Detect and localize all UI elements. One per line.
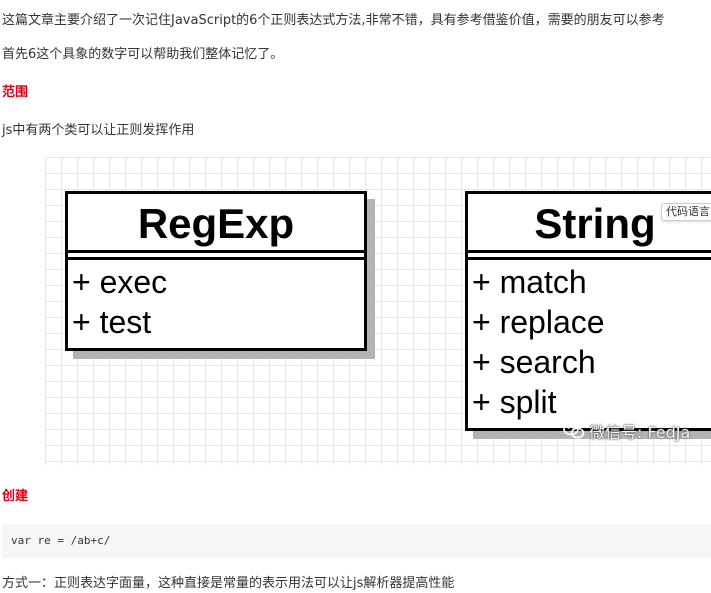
- regexp-method-test: + test: [72, 304, 152, 340]
- wechat-icon: [563, 422, 585, 439]
- intro-paragraph: 这篇文章主要介绍了一次记住JavaScript的6个正则表达式方法,非常不错，具…: [2, 13, 665, 28]
- regexp-class-separator: [68, 250, 364, 260]
- code-line: var re = /ab+c/: [11, 534, 111, 547]
- string-method-replace: + replace: [472, 304, 605, 340]
- wechat-watermark: 微信号: FedJa: [563, 419, 690, 443]
- string-class-separator: [468, 250, 711, 260]
- uml-diagram: RegExp + exec + test String + match + re…: [45, 157, 711, 465]
- string-method-list: + match + replace + search + split: [472, 262, 605, 422]
- method-one-paragraph: 方式一：正则表达字面量，这种直接是常量的表示用法可以让js解析器提高性能: [2, 576, 455, 591]
- regexp-method-list: + exec + test: [72, 262, 167, 342]
- string-method-match: + match: [472, 264, 587, 300]
- scope-heading: 范围: [2, 85, 29, 100]
- string-class-title: String: [534, 200, 656, 247]
- js-classes-paragraph: js中有两个类可以让正则发挥作用: [2, 123, 195, 138]
- first-six-paragraph: 首先6这个具象的数字可以帮助我们整体记忆了。: [2, 47, 284, 62]
- regexp-class-title: RegExp: [137, 200, 295, 247]
- watermark-text: 微信号: FedJa: [589, 423, 691, 442]
- code-block: var re = /ab+c/: [2, 524, 711, 558]
- code-language-tag[interactable]: 代码语言: [661, 203, 711, 221]
- string-method-search: + search: [472, 344, 596, 380]
- regexp-class-box: RegExp + exec + test: [65, 191, 367, 351]
- string-method-split: + split: [472, 384, 557, 420]
- regexp-method-exec: + exec: [72, 264, 168, 300]
- string-class-box: String + match + replace + search + spli…: [465, 191, 711, 431]
- create-heading: 创建: [2, 489, 29, 504]
